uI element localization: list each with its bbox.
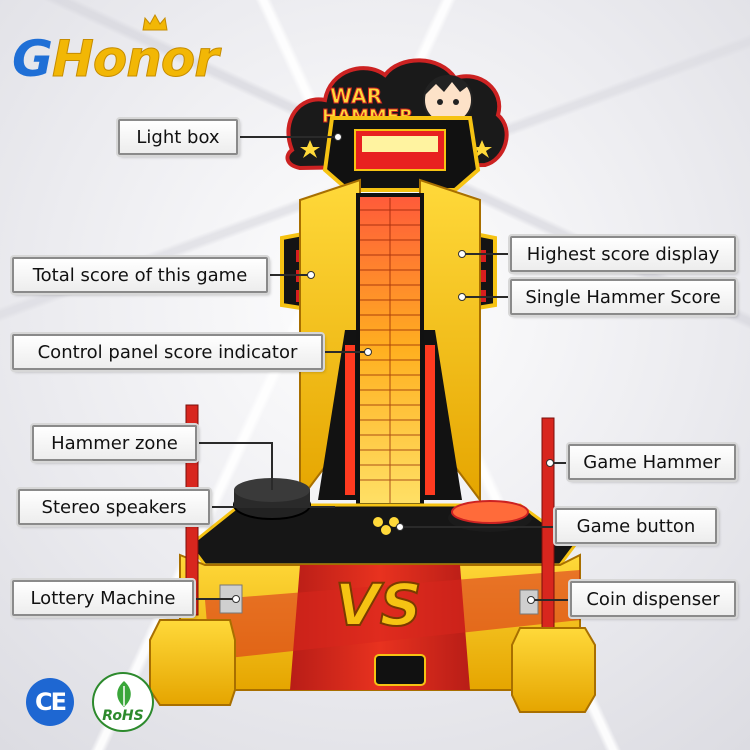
leaf-icon xyxy=(117,681,131,707)
leader-lottery-machine xyxy=(194,598,234,600)
leader-stereo-speakers xyxy=(210,506,335,508)
label-game-button: Game button xyxy=(555,508,717,544)
leader-control-panel xyxy=(323,351,365,353)
pointer-dot-coin xyxy=(527,596,535,604)
leader-game-button xyxy=(400,526,555,528)
label-hammer-zone: Hammer zone xyxy=(32,425,197,461)
label-highest-score-display: Highest score display xyxy=(510,236,736,272)
label-control-panel-score: Control panel score indicator xyxy=(12,334,323,370)
label-single-hammer-score: Single Hammer Score xyxy=(510,279,736,315)
brand-logo-g: G xyxy=(12,30,53,88)
brand-logo-honor: Honor xyxy=(52,30,220,88)
pointer-dot-lottery xyxy=(232,595,240,603)
brand-logo: G Honor xyxy=(12,14,220,88)
leader-single-hammer xyxy=(462,296,510,298)
leader-hammer-zone-vertical xyxy=(271,442,273,490)
leader-game-hammer xyxy=(548,462,568,464)
ce-certification-badge: CE xyxy=(26,678,74,726)
label-game-hammer: Game Hammer xyxy=(568,444,736,480)
pointer-dot-game-button xyxy=(396,523,404,531)
leader-hammer-zone xyxy=(197,442,272,444)
pointer-dot-control-panel xyxy=(364,348,372,356)
label-light-box: Light box xyxy=(118,119,238,155)
sign-war: WAR xyxy=(330,84,382,108)
leader-coin-dispenser xyxy=(530,599,570,601)
rohs-text: RoHS xyxy=(102,708,144,724)
crown-icon xyxy=(142,14,168,31)
leader-light-box xyxy=(238,136,338,138)
leader-total-score xyxy=(268,274,310,276)
pointer-dot-highest-score xyxy=(458,250,466,258)
rohs-certification-badge: RoHS xyxy=(92,672,154,732)
pointer-dot-light-box xyxy=(334,133,342,141)
vs-graphic: VS xyxy=(335,571,422,639)
pointer-dot-total-score xyxy=(307,271,315,279)
leader-highest-score xyxy=(462,253,510,255)
label-total-score: Total score of this game xyxy=(12,257,268,293)
label-coin-dispenser: Coin dispenser xyxy=(570,581,736,617)
label-lottery-machine: Lottery Machine xyxy=(12,580,194,616)
pointer-dot-game-hammer xyxy=(546,459,554,467)
pointer-dot-single-hammer xyxy=(458,293,466,301)
label-stereo-speakers: Stereo speakers xyxy=(18,489,210,525)
